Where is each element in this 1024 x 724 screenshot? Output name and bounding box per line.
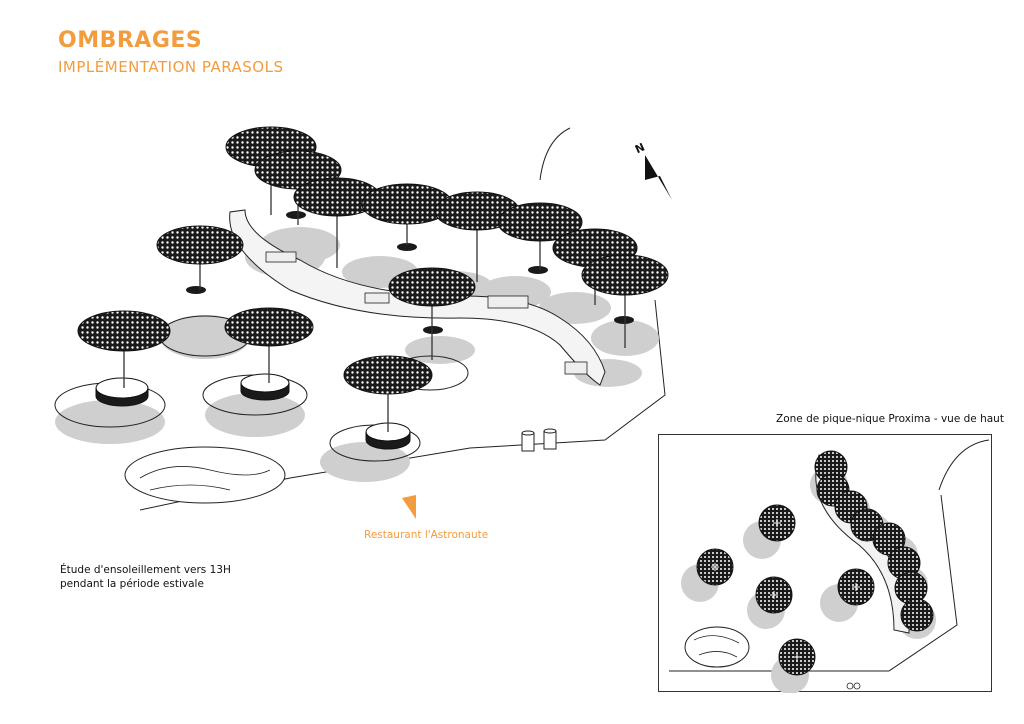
top-view-inset bbox=[658, 434, 992, 693]
north-arrow-icon: N bbox=[633, 141, 672, 200]
study-note-line2: pendant la période estivale bbox=[60, 578, 204, 590]
parasol bbox=[77, 310, 171, 352]
north-label: N bbox=[633, 141, 647, 157]
parasol bbox=[388, 267, 476, 307]
study-note-line1: Étude d'ensoleillement vers 13H bbox=[60, 564, 231, 576]
parasol bbox=[156, 225, 244, 265]
trash-bins bbox=[521, 428, 557, 452]
parasol bbox=[581, 254, 669, 296]
site-boundary-line bbox=[539, 127, 571, 181]
parasols bbox=[77, 126, 669, 395]
restaurant-pointer-icon bbox=[402, 495, 416, 519]
top-view-drawing bbox=[669, 439, 990, 693]
parasol bbox=[224, 307, 314, 347]
restaurant-label: Restaurant l'Astronaute bbox=[364, 529, 489, 541]
page-title: OMBRAGES bbox=[58, 28, 203, 53]
study-note: Étude d'ensoleillement vers 13H pendant … bbox=[60, 563, 231, 591]
page-subtitle: IMPLÉMENTATION PARASOLS bbox=[58, 58, 284, 76]
parasol bbox=[497, 202, 583, 242]
inset-caption: Zone de pique-nique Proxima - vue de hau… bbox=[776, 413, 1004, 425]
parasol bbox=[343, 355, 433, 395]
